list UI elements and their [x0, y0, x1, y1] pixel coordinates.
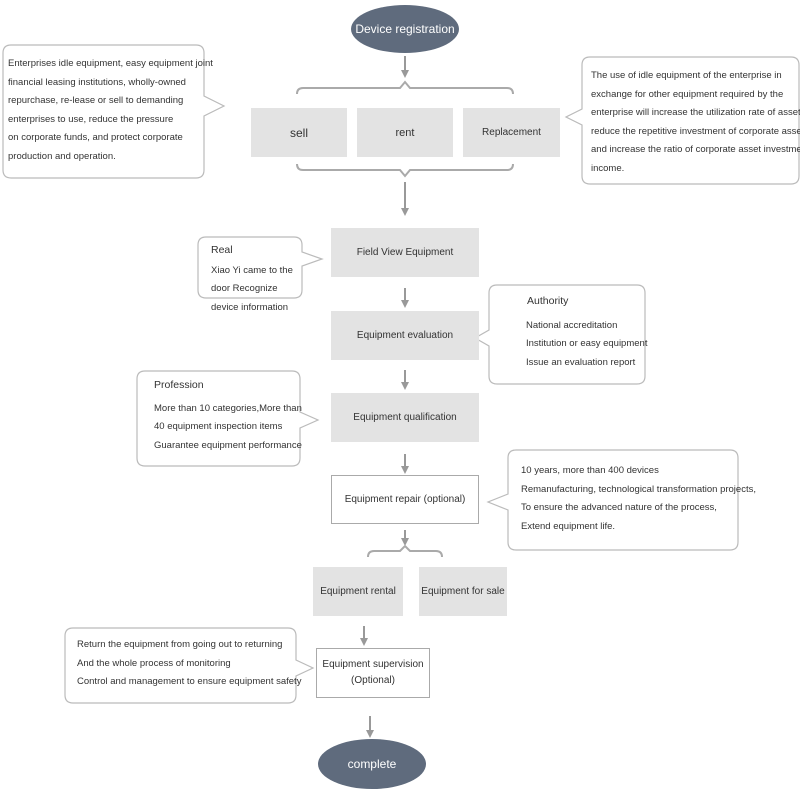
- rental-box: Equipment rental: [313, 567, 403, 616]
- bubble-profession-note: [136, 370, 320, 467]
- supervision-label-line1: Equipment supervision: [322, 659, 424, 670]
- lower-bracket: [296, 163, 514, 178]
- supervision-note-line: And the whole process of monitoring: [77, 657, 231, 669]
- upper-bracket: [296, 80, 514, 95]
- field-view-label: Field View Equipment: [356, 247, 454, 258]
- sell-note-line: enterprises to use, reduce the pressure: [8, 113, 174, 125]
- supervision-note: Return the equipment from going out to r…: [77, 636, 301, 692]
- replacement-note-line: and increase the ratio of corporate asse…: [591, 144, 800, 155]
- sell-box: sell: [251, 108, 347, 157]
- bubble-repair-note: [486, 449, 739, 551]
- complete-node-label: complete: [347, 757, 397, 771]
- repair-note-line: To ensure the advanced nature of the pro…: [521, 502, 717, 513]
- real-note: Real Xiao Yi came to the door Recognize …: [211, 241, 293, 317]
- profession-note-line: 40 equipment inspection items: [154, 421, 283, 432]
- sell-note: Enterprises idle equipment, easy equipme…: [8, 55, 213, 166]
- rent-box: rent: [357, 108, 453, 157]
- replacement-note-line: The use of idle equipment of the enterpr…: [591, 70, 782, 81]
- authority-note-line: Institution or easy equipment: [526, 338, 648, 349]
- bubble-real-note: [197, 236, 324, 299]
- sell-note-line: on corporate funds, and protect corporat…: [8, 132, 183, 143]
- authority-note-title: Authority: [527, 295, 569, 307]
- bubble-supervision-note: [64, 627, 315, 704]
- supervision-box: Equipment supervision (Optional): [316, 648, 430, 698]
- sell-note-line: repurchase, re-lease or sell to demandin…: [8, 95, 184, 106]
- repair-label: Equipment repair (optional): [344, 494, 466, 505]
- authority-note: Authority National accreditation Institu…: [526, 292, 648, 372]
- split-bracket: [367, 544, 443, 558]
- replacement-note-line: enterprise will increase the utilization…: [591, 107, 800, 118]
- supervision-note-line: Return the equipment from going out to r…: [77, 639, 283, 650]
- profession-note-line: Guarantee equipment performance: [154, 439, 302, 451]
- sell-note-line: Enterprises idle equipment, easy equipme…: [8, 58, 213, 69]
- qualification-label: Equipment qualification: [353, 412, 457, 423]
- rental-label: Equipment rental: [320, 586, 396, 597]
- start-node-label: Device registration: [355, 22, 455, 36]
- repair-note-line: Extend equipment life.: [521, 520, 616, 532]
- replacement-box: Replacement: [463, 108, 560, 157]
- for-sale-label: Equipment for sale: [421, 586, 505, 597]
- real-note-line: device information: [211, 301, 289, 313]
- replacement-note: The use of idle equipment of the enterpr…: [591, 67, 800, 178]
- replacement-label: Replacement: [482, 127, 541, 138]
- bubble-replacement-note: [564, 56, 800, 185]
- real-note-line: door Recognize: [211, 283, 278, 294]
- authority-note-line: National accreditation: [526, 319, 618, 331]
- real-note-title: Real: [211, 244, 233, 256]
- bubble-sell-note: [2, 44, 226, 179]
- supervision-label-line2: (Optional): [351, 675, 395, 686]
- bubble-authority-note: [473, 284, 646, 385]
- repair-note: 10 years, more than 400 devices Remanufa…: [521, 462, 756, 536]
- complete-node: complete: [318, 739, 426, 789]
- repair-note-line: Remanufacturing, technological transform…: [521, 483, 756, 495]
- profession-note-line: More than 10 categories,More than: [154, 402, 302, 414]
- profession-note-title: Profession: [154, 379, 204, 391]
- sell-note-line: production and operation.: [8, 150, 116, 162]
- profession-note: Profession More than 10 categories,More …: [154, 376, 302, 455]
- real-note-line: Xiao Yi came to the: [211, 264, 293, 276]
- sell-label: sell: [289, 125, 308, 140]
- qualification-box: Equipment qualification: [331, 393, 479, 442]
- evaluation-box: Equipment evaluation: [331, 311, 479, 360]
- repair-box: Equipment repair (optional): [331, 475, 479, 524]
- rent-label: rent: [395, 126, 415, 139]
- repair-note-line: 10 years, more than 400 devices: [521, 465, 659, 476]
- for-sale-box: Equipment for sale: [419, 567, 507, 616]
- evaluation-label: Equipment evaluation: [356, 330, 454, 341]
- authority-note-line: Issue an evaluation report: [526, 356, 636, 368]
- replacement-note-line: reduce the repetitive investment of corp…: [591, 125, 800, 137]
- supervision-note-line: Control and management to ensure equipme…: [77, 676, 302, 687]
- field-view-box: Field View Equipment: [331, 228, 479, 277]
- replacement-note-line: income.: [591, 162, 625, 174]
- start-node: Device registration: [351, 5, 459, 53]
- sell-note-line: financial leasing institutions, wholly-o…: [8, 76, 186, 88]
- replacement-note-line: exchange for other equipment required by…: [591, 88, 784, 100]
